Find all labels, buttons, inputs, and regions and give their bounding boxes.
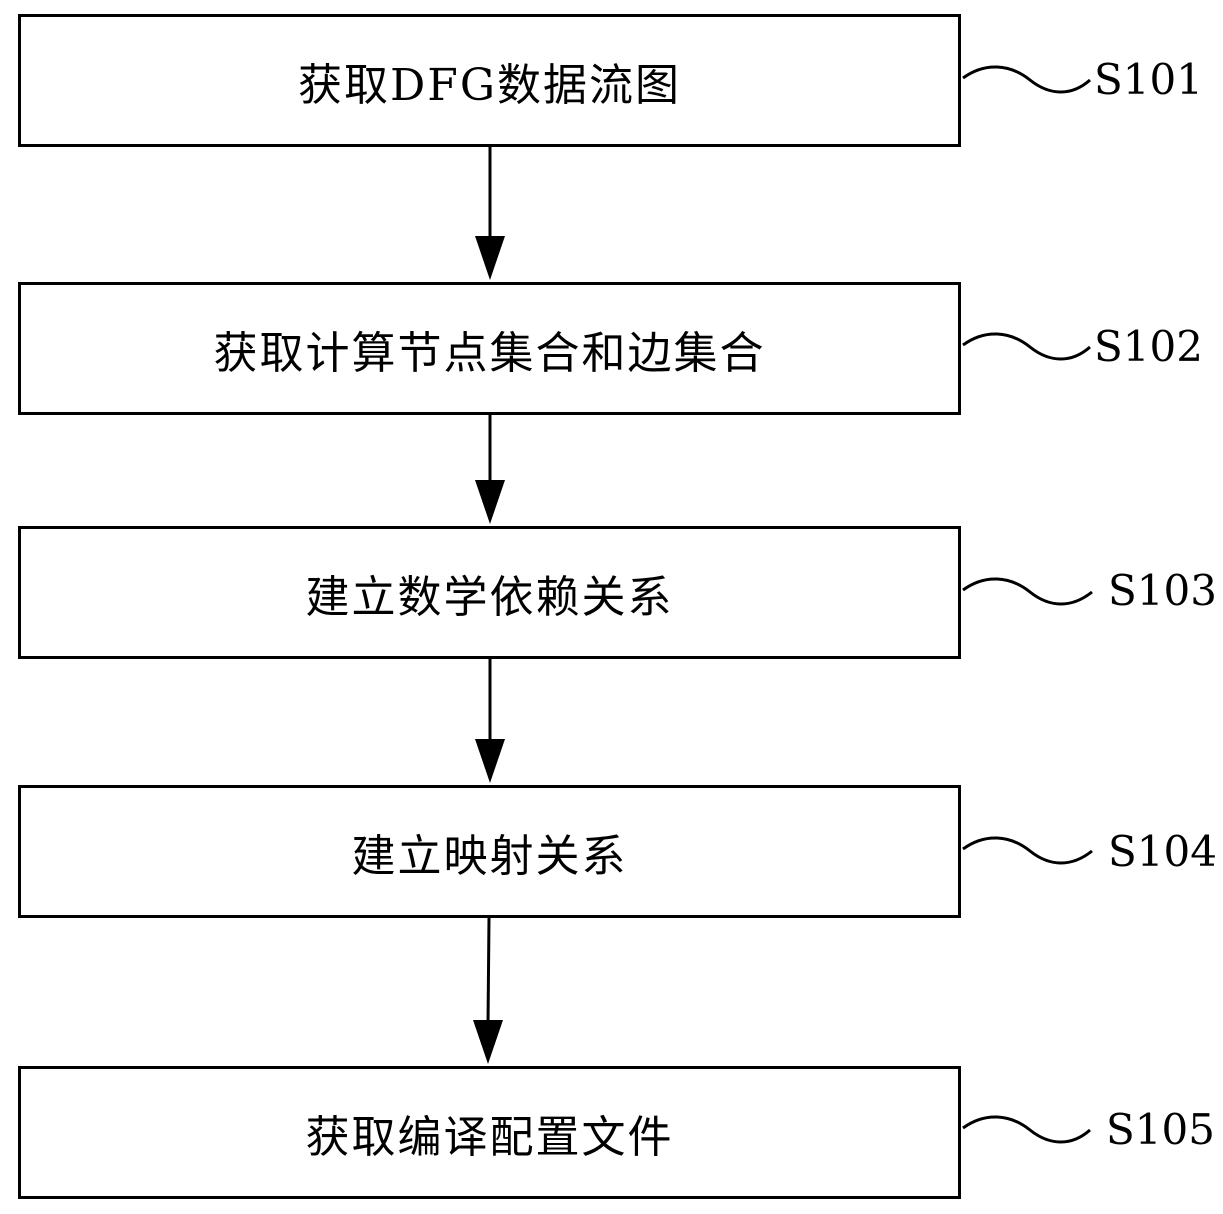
leader-line-s105	[962, 1115, 1091, 1144]
step-label-s102: S102	[1094, 322, 1203, 371]
arrow-s101-to-s102	[475, 147, 505, 280]
step-label-s105: S105	[1106, 1105, 1215, 1154]
leader-line-s103	[962, 577, 1093, 606]
step-label-s103: S103	[1108, 566, 1217, 615]
step-box-s105: 获取编译配置文件	[18, 1066, 961, 1199]
leader-line-s101	[962, 65, 1091, 94]
arrow-s103-to-s104	[475, 659, 505, 783]
arrow-s102-to-s103	[475, 415, 505, 524]
leader-line-s102	[962, 332, 1091, 361]
step-box-s104: 建立映射关系	[18, 785, 961, 918]
step-label-s104: S104	[1108, 827, 1217, 876]
step-box-s101: 获取DFG数据流图	[18, 14, 961, 147]
step-text-s103: 建立数学依赖关系	[305, 571, 674, 623]
step-text-s105: 获取编译配置文件	[305, 1111, 674, 1163]
step-box-s103: 建立数学依赖关系	[18, 526, 961, 659]
leader-line-s104	[962, 836, 1093, 865]
step-text-s104: 建立映射关系	[351, 830, 628, 882]
step-box-s102: 获取计算节点集合和边集合	[18, 282, 961, 415]
step-text-s102: 获取计算节点集合和边集合	[213, 327, 766, 379]
arrow-s104-to-s105	[473, 917, 503, 1064]
step-text-s101: 获取DFG数据流图	[298, 59, 681, 111]
step-label-s101: S101	[1094, 55, 1203, 104]
